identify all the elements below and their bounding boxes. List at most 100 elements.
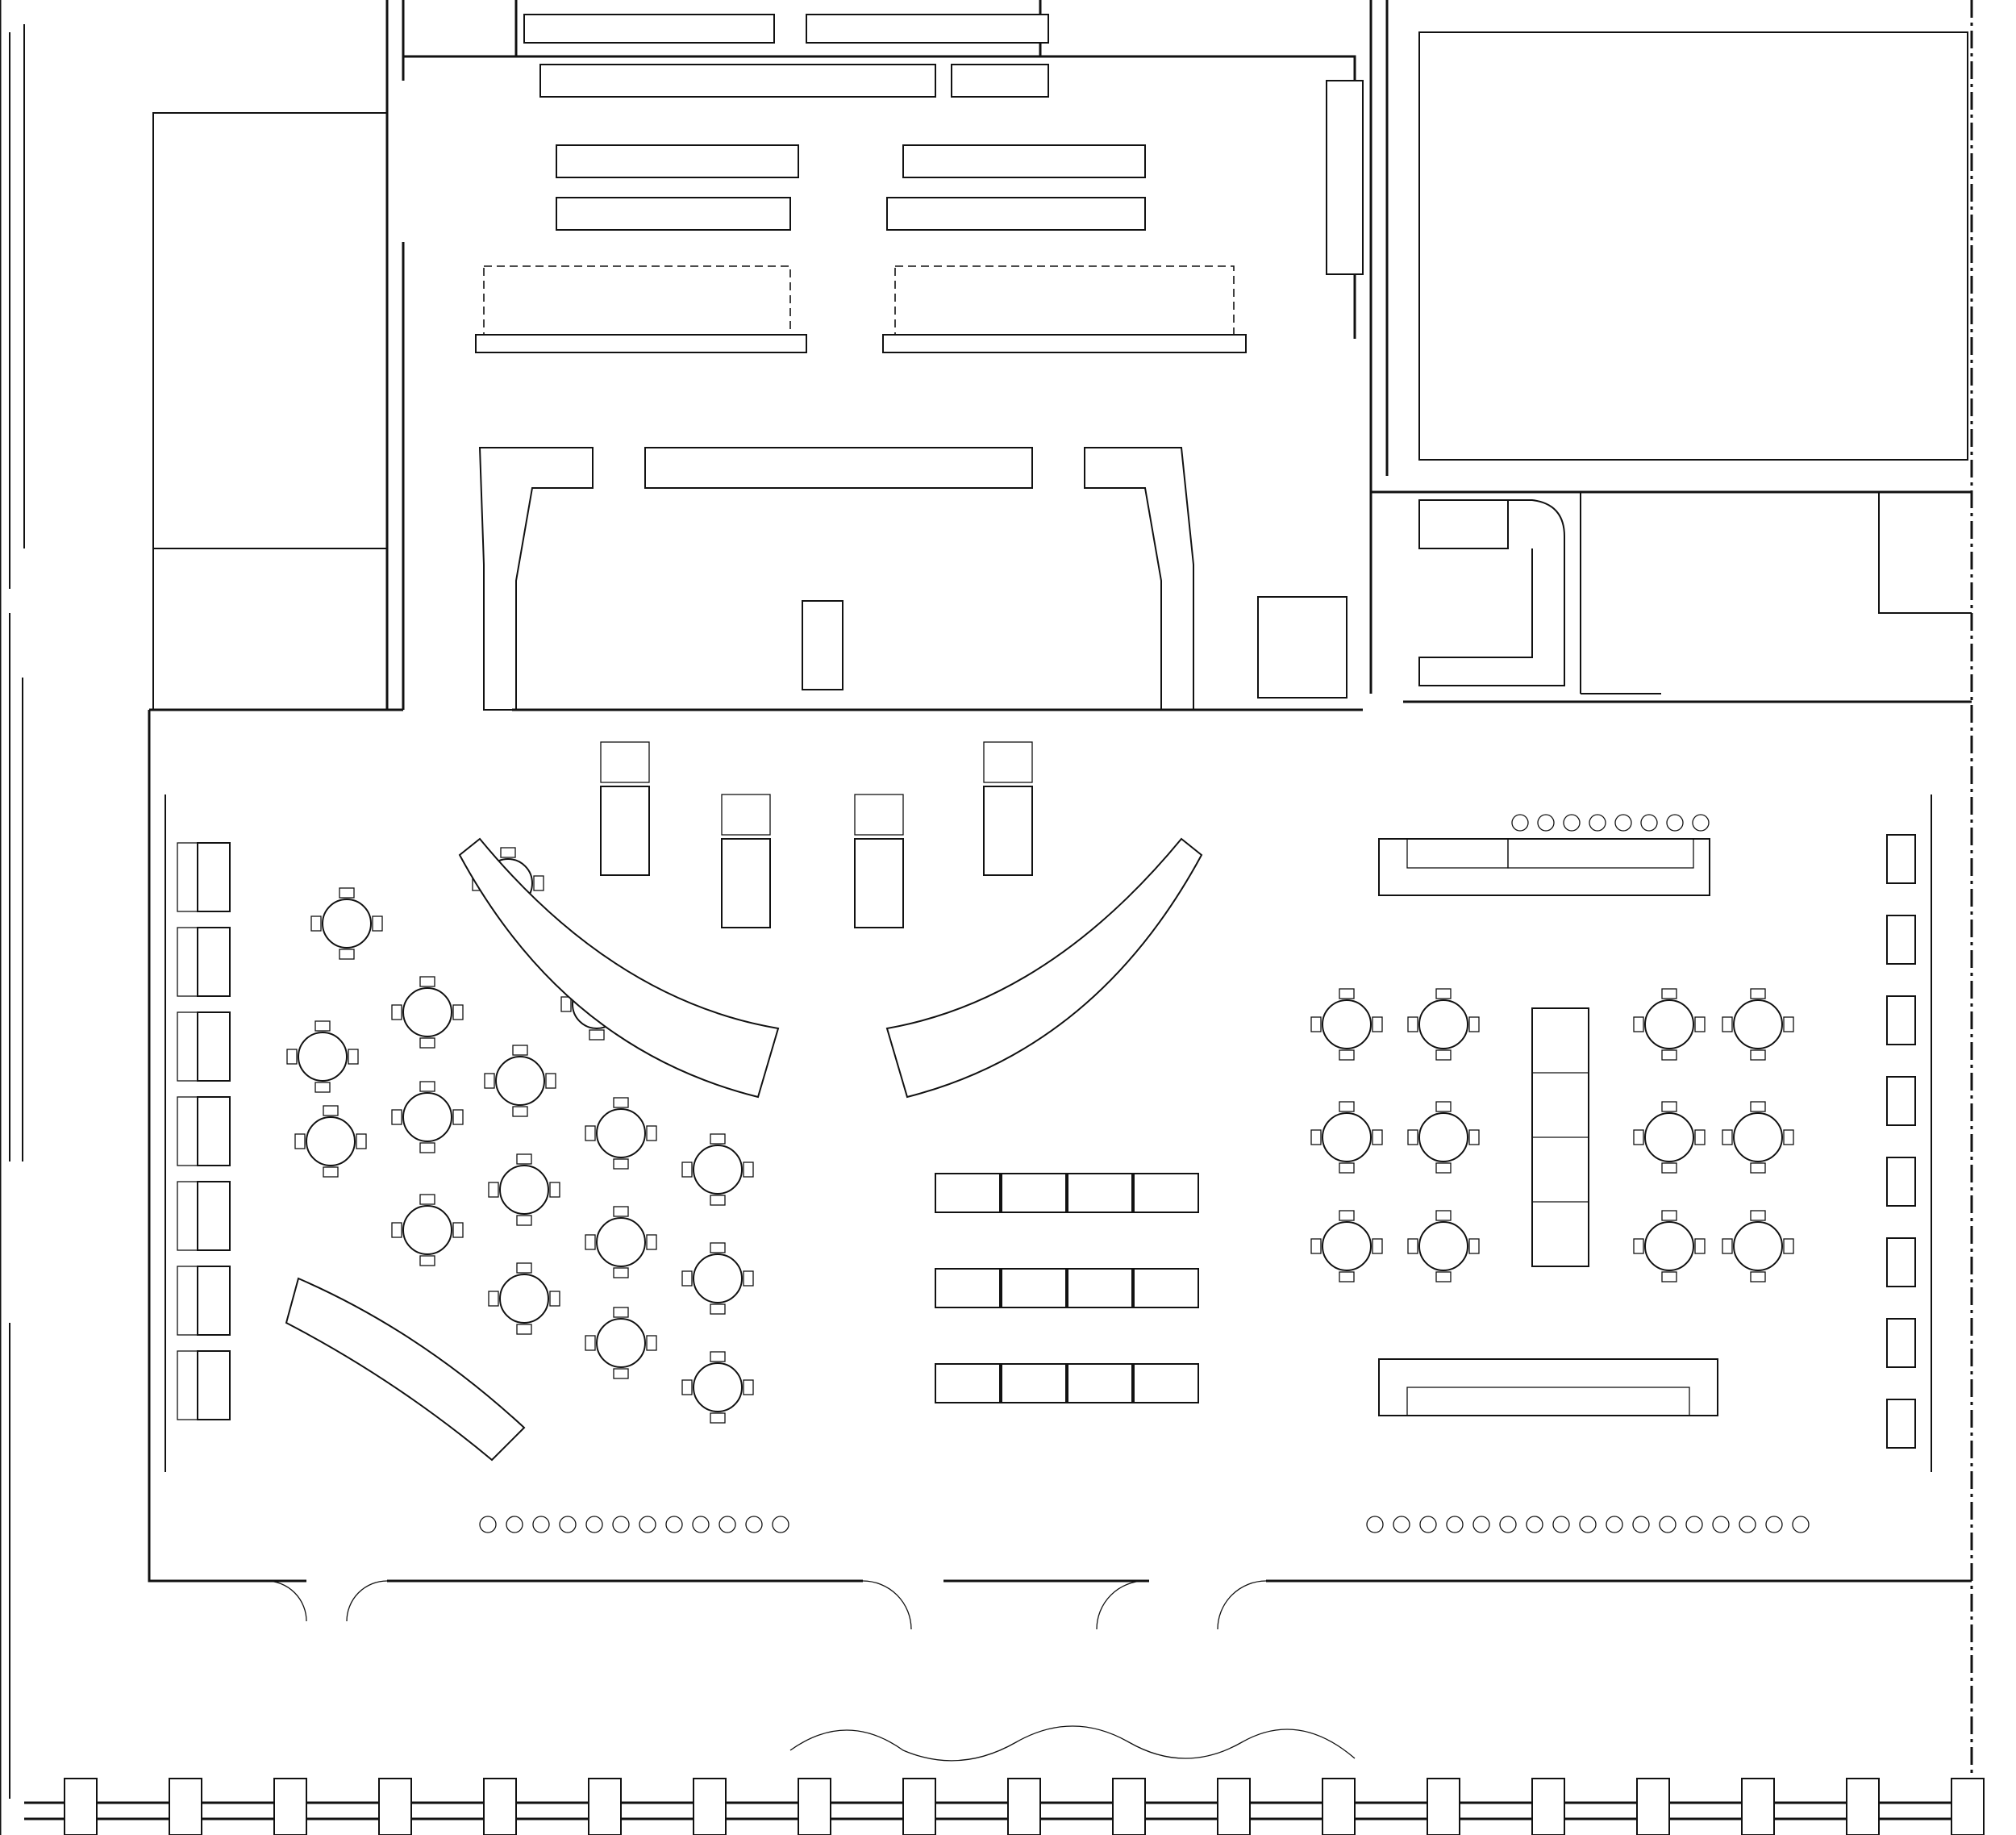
mullion (1531, 1778, 1565, 1835)
planter (719, 1516, 736, 1533)
round-table (286, 1020, 359, 1093)
planter (639, 1516, 656, 1533)
round-table (310, 887, 383, 960)
mullion (1741, 1778, 1775, 1835)
round-table (1407, 1101, 1480, 1174)
banquette-table (197, 927, 231, 997)
planter (745, 1516, 763, 1533)
planter (1659, 1516, 1677, 1533)
banquette-table (197, 1350, 231, 1420)
round-table (484, 1045, 556, 1117)
planter (1526, 1516, 1543, 1533)
round-table (391, 1081, 464, 1153)
banquette-bench (177, 842, 198, 912)
round-table (1722, 1210, 1794, 1282)
banquette-table (197, 842, 231, 912)
mullion (378, 1778, 412, 1835)
kitchen-area (403, 0, 1565, 711)
round-table (1310, 1210, 1383, 1282)
banquette-table (1886, 1237, 1916, 1287)
rect-table (935, 1363, 1001, 1403)
planter-rows (479, 814, 1810, 1533)
mullion (273, 1778, 307, 1835)
mullion (1217, 1778, 1251, 1835)
round-table (1310, 988, 1383, 1061)
banquette-table (1886, 995, 1916, 1045)
center-serving-counter (1531, 1007, 1589, 1267)
round-table (1407, 988, 1480, 1061)
planter (1712, 1516, 1730, 1533)
rect-table (1133, 1268, 1199, 1308)
banquette-bench (177, 1266, 198, 1336)
rect-table (1067, 1173, 1133, 1213)
planter (1640, 814, 1658, 832)
rect-table (1067, 1268, 1133, 1308)
curved-bar-east (885, 837, 1203, 1099)
service-island (983, 741, 1033, 876)
planter (1511, 814, 1529, 832)
banquette-table (197, 1096, 231, 1166)
long-communal-table-south (1378, 1358, 1718, 1416)
banquette-table (1886, 1399, 1916, 1449)
round-table (1407, 1210, 1480, 1282)
banquette-table (197, 1266, 231, 1336)
storefront-mullions (64, 1778, 1985, 1835)
round-table (1722, 988, 1794, 1061)
round-table (1310, 1101, 1383, 1174)
wall-banquettes (177, 834, 1916, 1449)
planter (1366, 1516, 1384, 1533)
planter (1614, 814, 1632, 832)
planter (665, 1516, 683, 1533)
banquette-bench (177, 1096, 198, 1166)
long-communal-table-north (1378, 838, 1710, 896)
round-table (585, 1206, 657, 1278)
banquette-table (197, 1011, 231, 1082)
round-table (391, 1194, 464, 1266)
mullion (693, 1778, 727, 1835)
banquette-table (1886, 834, 1916, 884)
rect-table (935, 1268, 1001, 1308)
planter (1393, 1516, 1410, 1533)
round-table (1633, 988, 1706, 1061)
mullion (169, 1778, 202, 1835)
service-island (854, 794, 904, 928)
banquette-table (1886, 1076, 1916, 1126)
round-table (681, 1351, 754, 1424)
rect-table (1133, 1173, 1199, 1213)
round-table (1633, 1101, 1706, 1174)
rect-table (1067, 1363, 1133, 1403)
rect-table (1001, 1363, 1067, 1403)
planter (1472, 1516, 1490, 1533)
rect-table (935, 1173, 1001, 1213)
east-round-tables (1310, 988, 1794, 1282)
planter (506, 1516, 523, 1533)
banquette-bench (177, 1181, 198, 1251)
mullion (64, 1778, 98, 1835)
banquette-table (197, 1181, 231, 1251)
curved-bar-west (458, 837, 780, 1099)
mullion (1846, 1778, 1880, 1835)
mullion (483, 1778, 517, 1835)
planter (1792, 1516, 1810, 1533)
mullion (902, 1778, 936, 1835)
round-table (391, 976, 464, 1049)
mullion (588, 1778, 622, 1835)
planter (1692, 814, 1710, 832)
round-table (294, 1105, 367, 1178)
planter (1579, 1516, 1597, 1533)
planter (1606, 1516, 1623, 1533)
service-islands (600, 741, 1033, 928)
rect-table (1001, 1268, 1067, 1308)
planter (1739, 1516, 1756, 1533)
round-table (488, 1262, 560, 1335)
planter (772, 1516, 789, 1533)
banquette-table (1886, 915, 1916, 965)
round-table (585, 1307, 657, 1379)
planter (1552, 1516, 1570, 1533)
curved-counter-southwest (285, 1277, 526, 1462)
banquette-table (1886, 1318, 1916, 1368)
planter (1446, 1516, 1464, 1533)
planter (1685, 1516, 1703, 1533)
banquette-table (1886, 1157, 1916, 1207)
